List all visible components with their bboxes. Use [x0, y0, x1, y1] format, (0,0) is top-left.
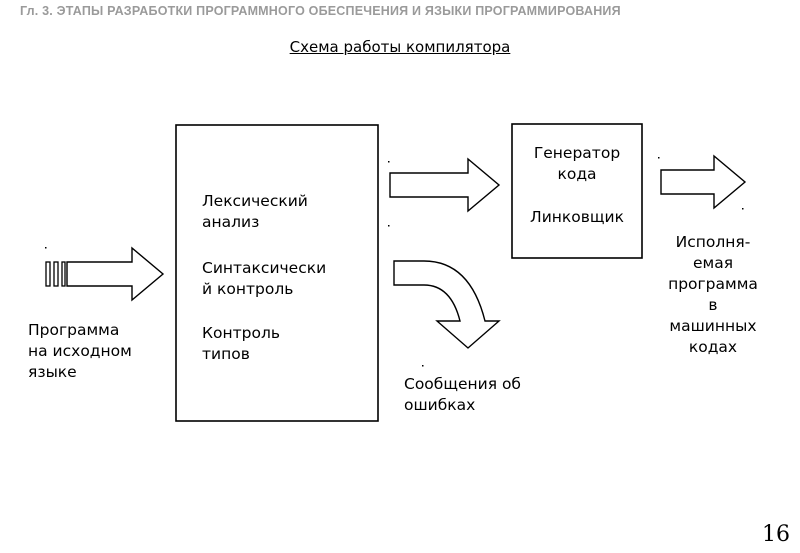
generator-box [511, 123, 643, 259]
chapter-header: Гл. 3. ЭТАПЫ РАЗРАБОТКИ ПРОГРАММНОГО ОБЕ… [20, 4, 621, 18]
code-generator-label: Генератор кода [533, 144, 621, 183]
analysis-box [175, 124, 379, 422]
type-control-label: Контроль типов [202, 324, 281, 363]
linker-label: Линковщик [530, 208, 624, 226]
input-arrow [66, 246, 165, 302]
syntax-control-label: Синтаксически й контроль [202, 259, 327, 298]
source-program-label: Программа на исходном языке [28, 321, 132, 381]
arrow-to-generator [389, 157, 501, 213]
input-stripes [45, 261, 66, 287]
output-arrow [660, 154, 747, 210]
error-messages-label: Сообщения об ошибках [404, 375, 521, 414]
lexical-analysis-label: Лексический анализ [202, 192, 308, 231]
page-number: 16 [762, 522, 790, 547]
diagram-title: Схема работы компилятора [289, 38, 511, 56]
stray-dots [45, 157, 744, 367]
executable-program-label: Исполня- емая программа в машинных кодах [668, 233, 758, 356]
error-arrow [393, 260, 501, 349]
